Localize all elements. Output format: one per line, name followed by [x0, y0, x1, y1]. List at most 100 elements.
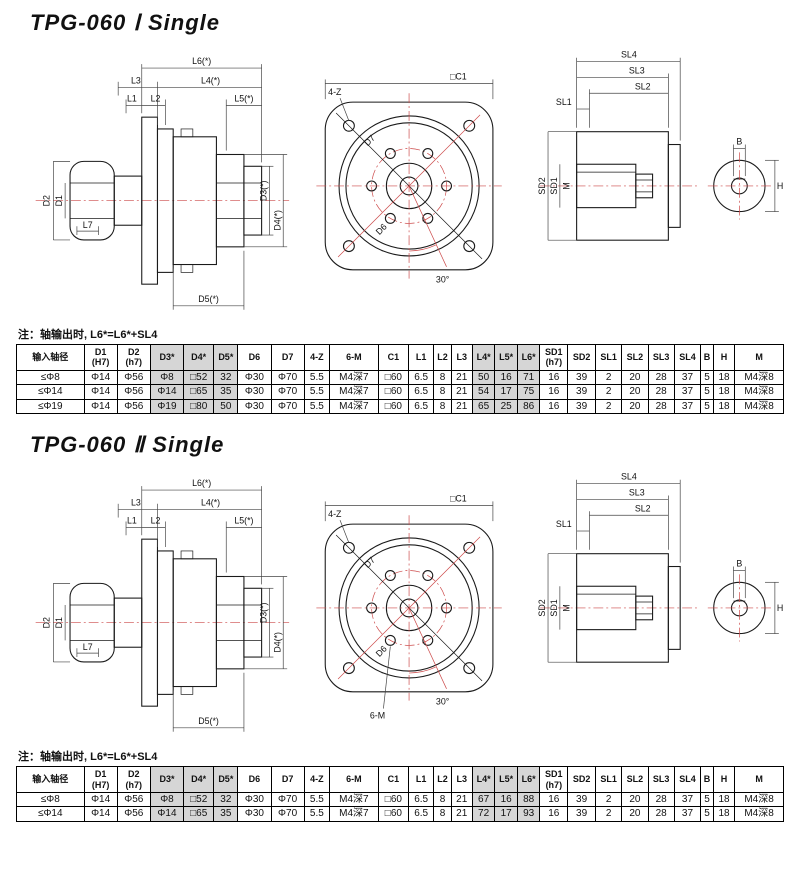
column-header: D5* — [213, 766, 239, 793]
cell: M4深7 — [329, 384, 379, 400]
cell: 65 — [471, 398, 496, 415]
cell: 25 — [494, 398, 518, 415]
cell: M4深7 — [329, 791, 379, 808]
cell: 37 — [673, 791, 702, 808]
front-view-dimensions: □C1 4-Z D7 D6 30° — [324, 71, 494, 285]
cell: 21 — [450, 369, 473, 386]
cell: 16 — [494, 791, 518, 808]
cell: 5.5 — [303, 791, 331, 808]
cell: 16 — [539, 384, 569, 400]
cell: 39 — [567, 369, 596, 386]
column-header: H — [712, 766, 736, 793]
cell: 20 — [621, 791, 649, 808]
side-view-dimensions: L6(*) L3 L4(*) L1 L2 L5(*) — [41, 56, 288, 310]
cell: 16 — [539, 806, 569, 822]
column-header: D3* — [149, 766, 185, 793]
drawings-row-2: L6(*) L3 L4(*) L1 L2 L5(*) — [16, 460, 784, 748]
cell: 37 — [673, 806, 702, 822]
dim-label-D7: D7 — [362, 133, 377, 148]
cell: 88 — [516, 791, 541, 808]
column-header: D2 (h7) — [116, 344, 151, 371]
column-header: D2 (h7) — [116, 766, 151, 793]
cell: Φ70 — [270, 384, 305, 400]
dim-label-SD2: SD2 — [537, 177, 547, 194]
cell: 75 — [516, 384, 541, 400]
column-header: L4* — [471, 766, 496, 793]
shaft-view-dimensions: SL4 SL3 SL2 SL1 SD2 SD1 M — [537, 50, 783, 241]
column-header: L6* — [516, 766, 541, 793]
cell: 18 — [712, 806, 736, 822]
dim-label-H: H — [777, 181, 783, 191]
cell: M4深7 — [329, 398, 379, 415]
dim-label-C1: □C1 — [450, 494, 467, 504]
cell: 8 — [433, 791, 452, 808]
cell: M4深8 — [734, 369, 784, 386]
shaft-view-drawing: SL4 SL3 SL2 SL1 SD2 SD1 M — [537, 50, 783, 241]
dim-label-D4: D4(*) — [272, 210, 282, 231]
cell: 18 — [712, 791, 736, 808]
column-header: D5* — [213, 344, 239, 371]
cell: □52 — [183, 369, 215, 386]
cell: Φ8 — [149, 369, 185, 386]
column-header: D3* — [149, 344, 185, 371]
cell: 8 — [433, 369, 452, 386]
cell: 39 — [567, 384, 596, 400]
cell: 16 — [539, 791, 569, 808]
dim-label-L3: L3 — [131, 76, 141, 86]
front-view-drawing: □C1 4-Z D7 D6 30° — [316, 71, 502, 285]
column-header: SD1 (h7) — [539, 344, 569, 371]
dim-label-SL4: SL4 — [621, 472, 637, 482]
dim-label-L4: L4(*) — [201, 498, 220, 508]
column-header: H — [712, 344, 736, 371]
cell: 37 — [673, 398, 702, 415]
cell: 39 — [567, 806, 596, 822]
cell: 32 — [213, 369, 239, 386]
table-note: 注：轴输出时, L6*=L6*+SL4 — [18, 751, 158, 764]
dim-label-B: B — [736, 559, 742, 569]
cell: □60 — [377, 384, 410, 400]
dim-label-SL3: SL3 — [629, 66, 645, 76]
column-header: D6 — [237, 344, 272, 371]
dim-label-6M: 6-M — [370, 711, 385, 721]
dim-label-angle: 30° — [436, 697, 450, 707]
column-header: L3 — [450, 344, 473, 371]
cell: Φ30 — [237, 369, 272, 386]
cell: ≤Φ8 — [16, 791, 85, 808]
cell: □60 — [377, 806, 410, 822]
cell: 8 — [433, 398, 452, 415]
cell: Φ56 — [116, 369, 151, 386]
cell: ≤Φ8 — [16, 369, 85, 386]
dim-label-SL4: SL4 — [621, 50, 637, 60]
cell: Φ14 — [83, 791, 118, 808]
column-header: L2 — [433, 344, 452, 371]
column-header: SD1 (h7) — [539, 766, 569, 793]
column-header: SD2 — [567, 766, 596, 793]
dim-label-C1: □C1 — [450, 71, 467, 81]
cell: Φ30 — [237, 384, 272, 400]
dim-label-4Z: 4-Z — [328, 509, 342, 519]
column-header: L2 — [433, 766, 452, 793]
side-view-drawing: L6(*) L3 L4(*) L1 L2 L5(*) — [35, 56, 290, 310]
shaft-view-geometry — [540, 131, 771, 241]
side-view-drawing: L6(*) L3 L4(*) L1 L2 L5(*) — [35, 478, 290, 732]
column-header: SL3 — [647, 344, 675, 371]
column-header: D7 — [270, 344, 305, 371]
cell: 28 — [647, 806, 675, 822]
cell: 8 — [433, 384, 452, 400]
cell: 37 — [673, 369, 702, 386]
dim-label-SD2: SD2 — [537, 599, 547, 616]
dim-label-D4: D4(*) — [272, 632, 282, 653]
drawings-row-1: L6(*) L3 L4(*) L1 L2 L5(*) — [16, 38, 784, 326]
cell: □60 — [377, 791, 410, 808]
dim-label-L2: L2 — [151, 93, 161, 103]
column-header: L3 — [450, 766, 473, 793]
cell: 5 — [700, 369, 714, 386]
cell: 18 — [712, 369, 736, 386]
cell: M4深8 — [734, 384, 784, 400]
shaft-view-geometry — [540, 553, 771, 663]
